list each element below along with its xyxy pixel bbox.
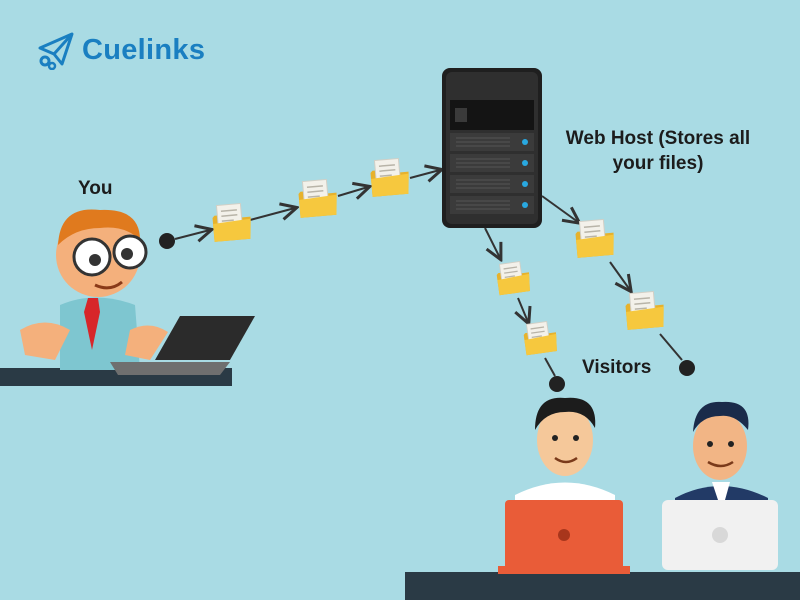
folder-icon xyxy=(296,177,340,219)
folder-icon xyxy=(623,289,667,331)
visitor-right xyxy=(662,401,778,570)
server-icon xyxy=(442,68,542,228)
paper-plane-icon xyxy=(38,32,74,70)
folder-icon xyxy=(368,156,412,198)
web-host-label-line2: your files) xyxy=(612,153,704,174)
folder-icon xyxy=(521,319,560,356)
right-desk xyxy=(405,572,800,600)
you-label: You xyxy=(78,178,113,199)
folder-icon xyxy=(573,217,617,259)
folder-icon xyxy=(210,201,254,243)
web-host-label: Web Host (Stores all your files) xyxy=(548,126,768,176)
download-path-right xyxy=(541,195,695,376)
you-character xyxy=(20,209,168,370)
folder-icon xyxy=(494,259,533,296)
visitors-label: Visitors xyxy=(582,357,652,378)
upload-path xyxy=(159,170,440,249)
visitor-left xyxy=(498,397,630,574)
laptop-icon xyxy=(110,316,255,375)
web-host-label-line1: Web Host (Stores all xyxy=(565,128,751,149)
laptop-icon xyxy=(498,500,630,574)
visitor-node-left xyxy=(549,376,565,392)
download-path-left xyxy=(484,227,565,392)
visitor-node-right xyxy=(679,360,695,376)
laptop-icon xyxy=(662,500,778,570)
you-node xyxy=(159,233,175,249)
brand-name: Cuelinks xyxy=(82,33,206,66)
cuelinks-logo: Cuelinks xyxy=(36,30,205,70)
